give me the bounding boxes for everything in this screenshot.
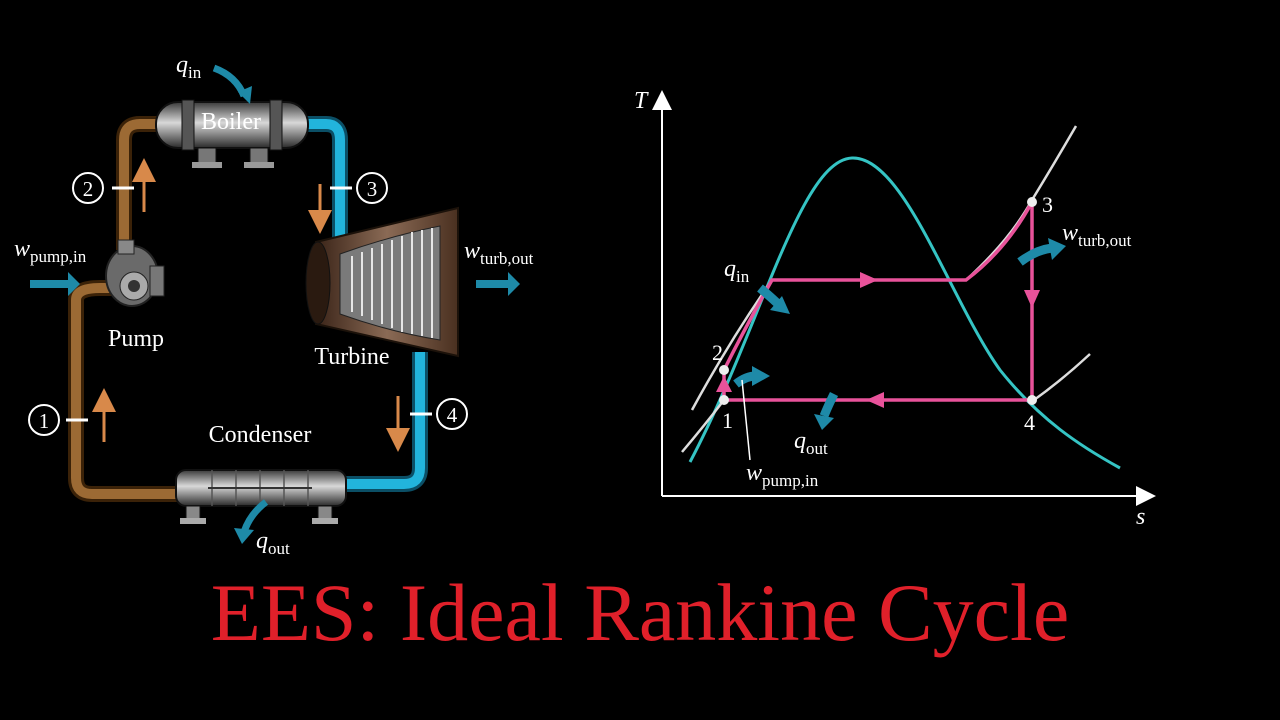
isobar-high <box>690 125 1078 411</box>
state-4-marker: 4 <box>436 398 468 430</box>
svg-text:1: 1 <box>39 409 50 433</box>
condenser-label: Condenser <box>209 422 312 448</box>
ts-w-turb-out: wturb,out <box>1062 220 1132 250</box>
svg-text:4: 4 <box>447 403 458 427</box>
t-axis-label: T <box>634 88 649 114</box>
state-points <box>719 197 1037 405</box>
ts-diagram: T s 1 2 3 4 <box>634 88 1156 530</box>
schematic-heat-work-arrows <box>30 64 520 544</box>
state-3-marker: 3 <box>356 172 388 204</box>
pipe-condenser-to-pump <box>68 280 178 502</box>
boiler: Boiler <box>155 99 309 169</box>
s-axis-label: s <box>1136 504 1145 530</box>
ts-heat-work-arrows <box>733 238 1066 461</box>
cycle-schematic: Boiler Pump Turbine <box>14 52 534 558</box>
boiler-label: Boiler <box>201 109 261 135</box>
ts-state-1: 1 <box>722 408 733 433</box>
ts-w-pump-in: wpump,in <box>746 460 819 490</box>
schematic-w-turb-out: wturb,out <box>464 238 534 268</box>
flow-arrows <box>92 158 410 452</box>
pump: Pump <box>105 239 165 352</box>
state-1-marker: 1 <box>28 404 60 436</box>
ts-state-2: 2 <box>712 340 723 365</box>
page-title: EES: Ideal Rankine Cycle <box>210 567 1070 658</box>
pump-label: Pump <box>108 326 164 352</box>
ts-state-3: 3 <box>1042 192 1053 217</box>
state-2-marker: 2 <box>72 172 104 204</box>
ts-q-out: qout <box>794 428 828 458</box>
schematic-q-out: qout <box>256 528 290 558</box>
turbine-label: Turbine <box>314 344 389 370</box>
cycle-direction-arrows <box>716 272 1040 408</box>
svg-text:2: 2 <box>83 177 94 201</box>
pipe-turbine-to-condenser <box>340 352 428 492</box>
ts-q-in: qin <box>724 256 750 286</box>
svg-text:3: 3 <box>367 177 378 201</box>
turbine: Turbine <box>305 206 459 370</box>
condenser: Condenser <box>175 422 347 524</box>
schematic-q-in: qin <box>176 52 202 82</box>
ts-state-4: 4 <box>1024 410 1035 435</box>
schematic-w-pump-in: wpump,in <box>14 236 87 266</box>
